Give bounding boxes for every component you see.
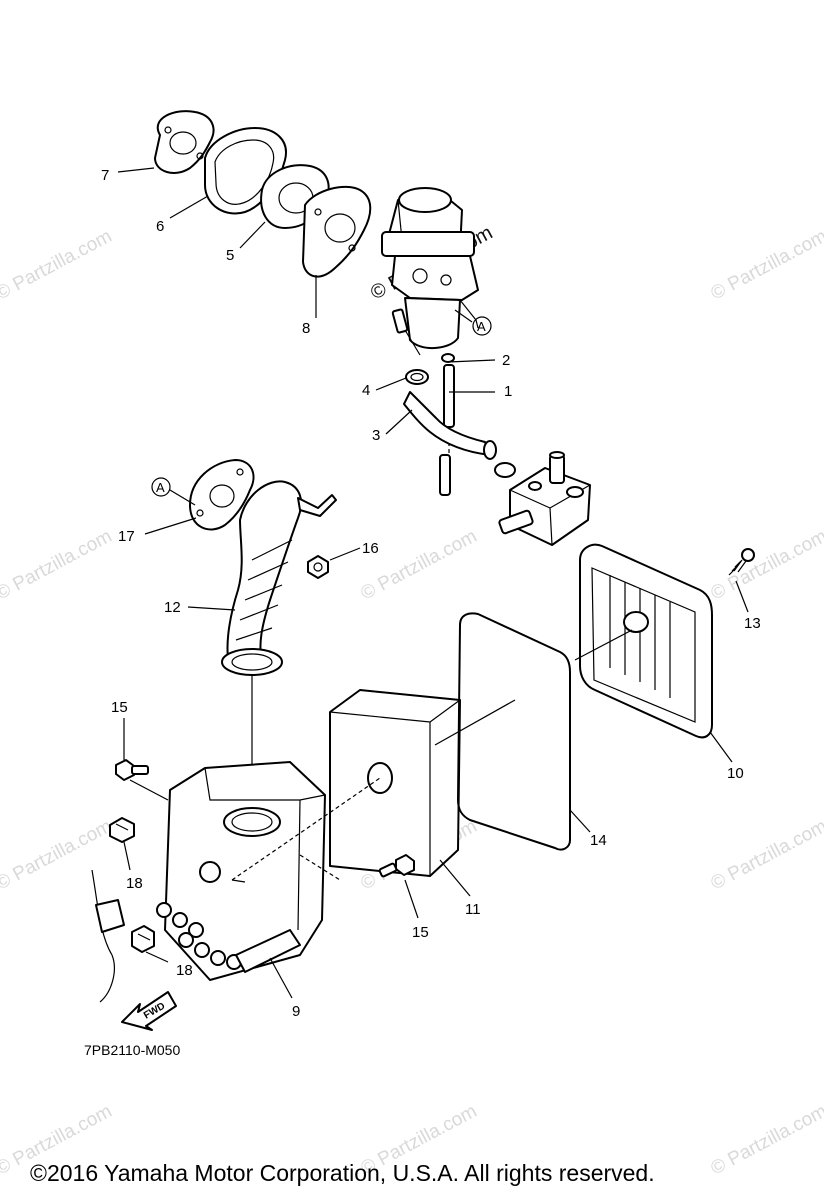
intake-joint-12	[221, 480, 337, 676]
clip-2	[441, 353, 455, 363]
carburetor	[381, 187, 479, 356]
watermark: © Partzilla.com	[357, 526, 480, 605]
screw-15-left	[115, 759, 149, 781]
watermark: © Partzilla.com	[0, 526, 115, 605]
callout-17: 17	[118, 528, 135, 545]
frame-outline	[91, 869, 125, 1003]
callout-18-lower: 18	[176, 962, 193, 979]
fuel-hose-1	[439, 364, 455, 496]
callout-12: 12	[164, 599, 181, 616]
callout-labels: 1 2 3 4 5 6 7 8 9 10 11 12 13 14 15 15 1…	[101, 167, 761, 1020]
callout-4: 4	[362, 382, 370, 399]
screw-15-right	[378, 854, 415, 878]
callout-11: 11	[465, 901, 481, 918]
callout-10: 10	[727, 765, 744, 782]
callout-15-right: 15	[412, 924, 429, 941]
gasket-7	[154, 110, 215, 174]
filter-element-11	[231, 689, 461, 881]
fuel-hose-3	[403, 391, 497, 460]
gasket-8	[302, 185, 372, 278]
nut-16	[307, 555, 329, 579]
callout-7: 7	[101, 167, 109, 184]
callout-16: 16	[362, 540, 379, 557]
cover-10	[574, 543, 713, 739]
drawing-code: 7PB2110-M050	[84, 1042, 180, 1058]
leader-lines	[117, 167, 749, 999]
callout-3: 3	[372, 427, 380, 444]
callout-9: 9	[292, 1003, 300, 1020]
clamp-4	[405, 369, 429, 385]
callout-18-upper: 18	[126, 875, 143, 892]
ref-mark-a: A	[477, 319, 486, 334]
callout-13: 13	[744, 615, 761, 632]
ref-mark-a: A	[156, 480, 165, 495]
watermark: © Partzilla.com	[0, 816, 115, 895]
watermark: © Partzilla.com	[707, 816, 824, 895]
callout-15-left: 15	[111, 699, 128, 716]
ref-mark-a-upper: A	[454, 309, 492, 336]
watermark: © Partzilla.com	[0, 226, 115, 305]
watermark: © Partzilla.com	[707, 226, 824, 305]
callout-8: 8	[302, 320, 310, 337]
callout-1: 1	[504, 383, 512, 400]
clip-18-upper	[109, 817, 135, 843]
fuel-cock	[494, 451, 591, 546]
screw-13	[728, 548, 755, 576]
callout-2: 2	[502, 352, 510, 369]
air-cleaner-case-9	[156, 761, 326, 981]
callout-5: 5	[226, 247, 234, 264]
fwd-arrow: FWD	[121, 991, 177, 1031]
clip-18-lower	[131, 925, 155, 953]
callout-14: 14	[590, 832, 607, 849]
callout-6: 6	[156, 218, 164, 235]
ref-mark-a-lower: A	[151, 477, 196, 506]
gasket-17	[189, 459, 255, 531]
gasket-14	[434, 612, 571, 851]
watermark: © Partzilla.com	[707, 526, 824, 605]
copyright-notice: ©2016 Yamaha Motor Corporation, U.S.A. A…	[30, 1160, 655, 1186]
